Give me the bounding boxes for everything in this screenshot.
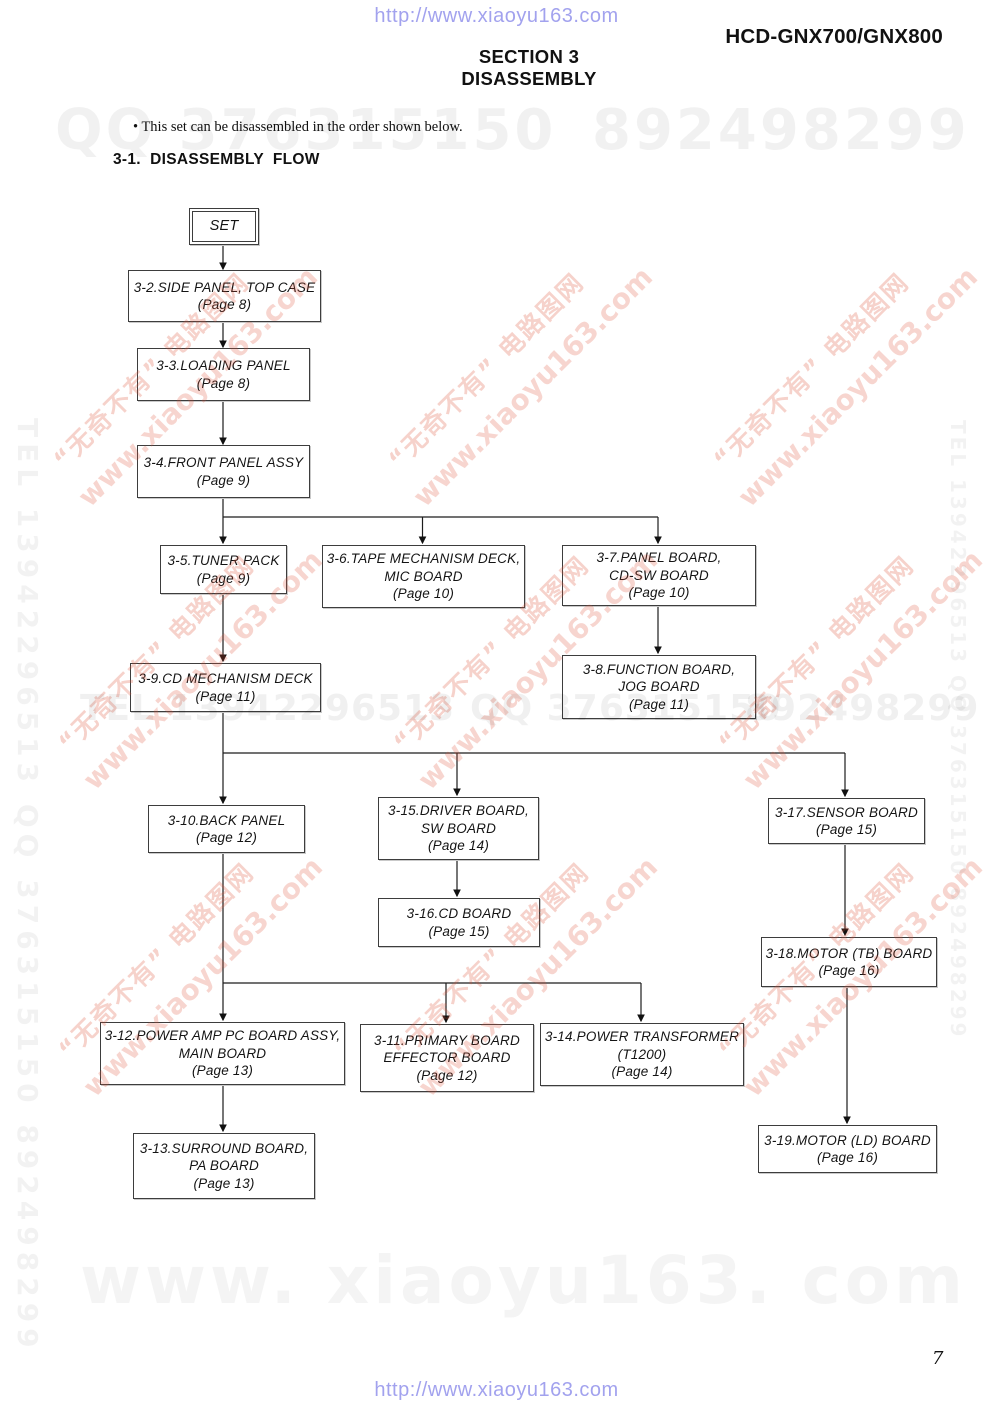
- node-line: EFFECTOR BOARD: [383, 1050, 511, 1066]
- node-line: (T1200): [617, 1046, 667, 1062]
- flow-node-3-15: 3-15.DRIVER BOARD, SW BOARD (Page 14): [378, 797, 539, 860]
- node-line: 3-2.SIDE PANEL, TOP CASE: [133, 279, 316, 295]
- watermark-url-top: http://www.xiaoyu163.com: [374, 5, 619, 27]
- node-line: CD-SW BOARD: [609, 567, 709, 583]
- node-line: (Page 15): [815, 822, 878, 837]
- node-line: MIC BOARD: [384, 568, 463, 584]
- flow-node-3-18: 3-18.MOTOR (TB) BOARD (Page 16): [761, 937, 937, 987]
- flow-node-3-4: 3-4.FRONT PANEL ASSY (Page 9): [137, 445, 310, 498]
- node-line: (Page 10): [628, 585, 690, 601]
- section-title: SECTION 3 DISASSEMBLY: [65, 46, 993, 90]
- node-line: (Page 12): [416, 1067, 478, 1083]
- node-line: 3-10.BACK PANEL: [167, 812, 286, 828]
- node-line: 3-19.MOTOR (LD) BOARD: [764, 1132, 931, 1148]
- node-line: (Page 14): [611, 1064, 673, 1080]
- node-line: (Page 9): [196, 570, 251, 586]
- flow-node-3-12: 3-12.POWER AMP PC BOARD ASSY, MAIN BOARD…: [100, 1022, 345, 1085]
- flow-node-3-10: 3-10.BACK PANEL (Page 12): [148, 805, 305, 853]
- flow-node-3-5: 3-5.TUNER PACK (Page 9): [160, 545, 287, 594]
- model-number: HCD-GNX700/GNX800: [725, 25, 943, 48]
- section-title-line1: SECTION 3: [478, 46, 580, 67]
- page-number: 7: [932, 1348, 944, 1369]
- node-line: (Page 8): [196, 375, 251, 391]
- node-line: (Page 15): [428, 923, 490, 939]
- section-title-line2: DISASSEMBLY: [461, 68, 597, 89]
- flow-node-set: SET: [189, 208, 259, 245]
- node-line: 3-15.DRIVER BOARD,: [388, 803, 529, 819]
- watermark-url-bottom: http://www.xiaoyu163.com: [374, 1379, 619, 1401]
- node-line: 3-5.TUNER PACK: [167, 553, 280, 568]
- flow-node-3-13: 3-13.SURROUND BOARD, PA BOARD (Page 13): [133, 1133, 315, 1199]
- node-line: (Page 9): [196, 472, 251, 488]
- node-line: (Page 8): [197, 297, 252, 312]
- flow-node-3-7: 3-7.PANEL BOARD, CD-SW BOARD (Page 10): [562, 545, 756, 606]
- node-line: (Page 16): [816, 1150, 879, 1165]
- node-line: (Page 13): [193, 1175, 255, 1191]
- flow-node-3-16: 3-16.CD BOARD (Page 15): [378, 898, 540, 947]
- node-line: 3-7.PANEL BOARD,: [596, 550, 722, 566]
- node-line: (Page 14): [427, 838, 490, 854]
- node-line: PA BOARD: [189, 1158, 259, 1174]
- flow-node-3-19: 3-19.MOTOR (LD) BOARD (Page 16): [758, 1125, 937, 1173]
- flow-node-3-11: 3-11.PRIMARY BOARD EFFECTOR BOARD (Page …: [360, 1024, 534, 1092]
- node-line: (Page 11): [628, 696, 690, 712]
- node-line: 3-9.CD MECHANISM DECK: [138, 671, 313, 686]
- flow-node-3-9: 3-9.CD MECHANISM DECK (Page 11): [130, 663, 321, 712]
- node-line: 3-14.POWER TRANSFORMER: [544, 1029, 740, 1045]
- node-line: 3-6.TAPE MECHANISM DECK,: [326, 551, 521, 567]
- node-line: (Page 10): [392, 586, 455, 602]
- node-line: (Page 11): [195, 688, 256, 704]
- flow-node-3-17: 3-17.SENSOR BOARD (Page 15): [768, 798, 925, 844]
- flow-node-3-8: 3-8.FUNCTION BOARD, JOG BOARD (Page 11): [562, 655, 756, 719]
- node-line: (Page 16): [818, 963, 880, 978]
- node-line: 3-8.FUNCTION BOARD,: [582, 661, 736, 677]
- node-line: JOG BOARD: [618, 679, 700, 695]
- node-line: 3-17.SENSOR BOARD: [775, 804, 918, 820]
- node-line: 3-11.PRIMARY BOARD: [374, 1032, 520, 1048]
- node-line: 3-4.FRONT PANEL ASSY: [143, 455, 304, 470]
- flow-node-3-2: 3-2.SIDE PANEL, TOP CASE (Page 8): [128, 270, 321, 322]
- node-line: 3-18.MOTOR (TB) BOARD: [765, 945, 933, 961]
- node-line: (Page 13): [191, 1063, 254, 1079]
- flow-node-3-3: 3-3.LOADING PANEL (Page 8): [137, 348, 310, 401]
- flow-node-set-inner: SET: [192, 211, 256, 242]
- node-line: SET: [209, 217, 239, 234]
- node-line: (Page 12): [195, 830, 258, 845]
- node-line: 3-13.SURROUND BOARD,: [139, 1140, 309, 1156]
- flow-node-3-6: 3-6.TAPE MECHANISM DECK, MIC BOARD (Page…: [322, 545, 525, 608]
- flow-heading: 3-1. DISASSEMBLY FLOW: [113, 151, 320, 168]
- node-line: 3-12.POWER AMP PC BOARD ASSY,: [104, 1028, 341, 1044]
- node-line: 3-16.CD BOARD: [406, 906, 512, 921]
- node-line: 3-3.LOADING PANEL: [156, 358, 291, 373]
- node-line: MAIN BOARD: [178, 1045, 267, 1061]
- flow-node-3-14: 3-14.POWER TRANSFORMER (T1200) (Page 14): [540, 1023, 744, 1086]
- intro-note: • This set can be disassembled in the or…: [133, 119, 463, 135]
- node-line: SW BOARD: [420, 820, 497, 836]
